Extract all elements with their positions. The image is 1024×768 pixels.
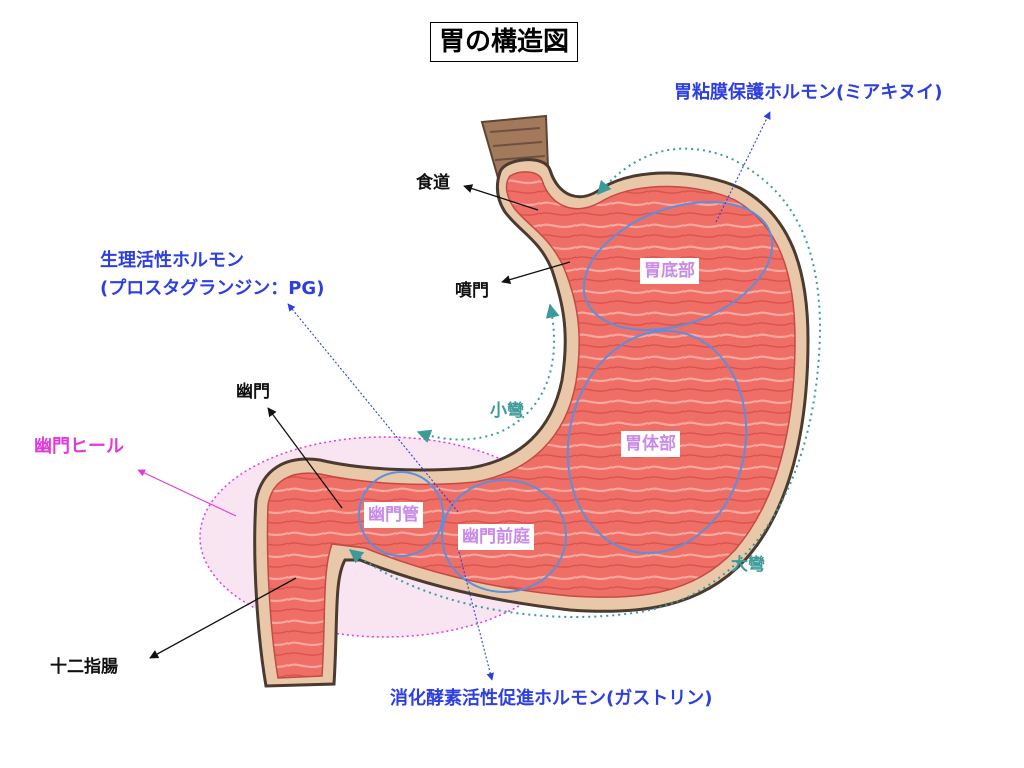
label-physiological-hormone-line1: 生理活性ホルモン (100, 250, 244, 271)
page-title: 胃の構造図 (430, 22, 579, 62)
label-duodenum: 十二指腸 (50, 657, 118, 677)
label-cardia: 噴門 (455, 281, 489, 301)
label-gastrin-hormone: 消化酵素活性促進ホルモン(ガストリン) (390, 688, 713, 709)
region-pyloric-antrum: 幽門前庭 (458, 524, 534, 550)
lesser-curvature-arc (416, 303, 560, 443)
label-esophagus: 食道 (416, 173, 450, 193)
label-mucosal-hormone: 胃粘膜保護ホルモン(ミアキヌイ) (674, 82, 943, 103)
mucosal-hormone-arrow (715, 111, 771, 223)
label-physiological-hormone-line2: (プロスタグランジン：PG) (100, 278, 325, 299)
label-pylorus: 幽門 (236, 382, 270, 402)
pyloric-heel-arrow (137, 469, 237, 517)
greater-curvature-arc (348, 147, 822, 618)
label-pyloric-heel: 幽門ヒール (34, 436, 124, 457)
region-pyloric-canal: 幽門管 (364, 502, 423, 528)
pylorus-arrow (267, 407, 343, 509)
region-fundus: 胃底部 (640, 258, 699, 284)
label-lesser-curvature: 小彎 (490, 401, 524, 421)
label-greater-curvature: 大彎 (731, 555, 765, 575)
duodenum-arrow (149, 577, 297, 659)
gastrin-arrow (457, 547, 494, 681)
region-body: 胃体部 (621, 431, 680, 457)
